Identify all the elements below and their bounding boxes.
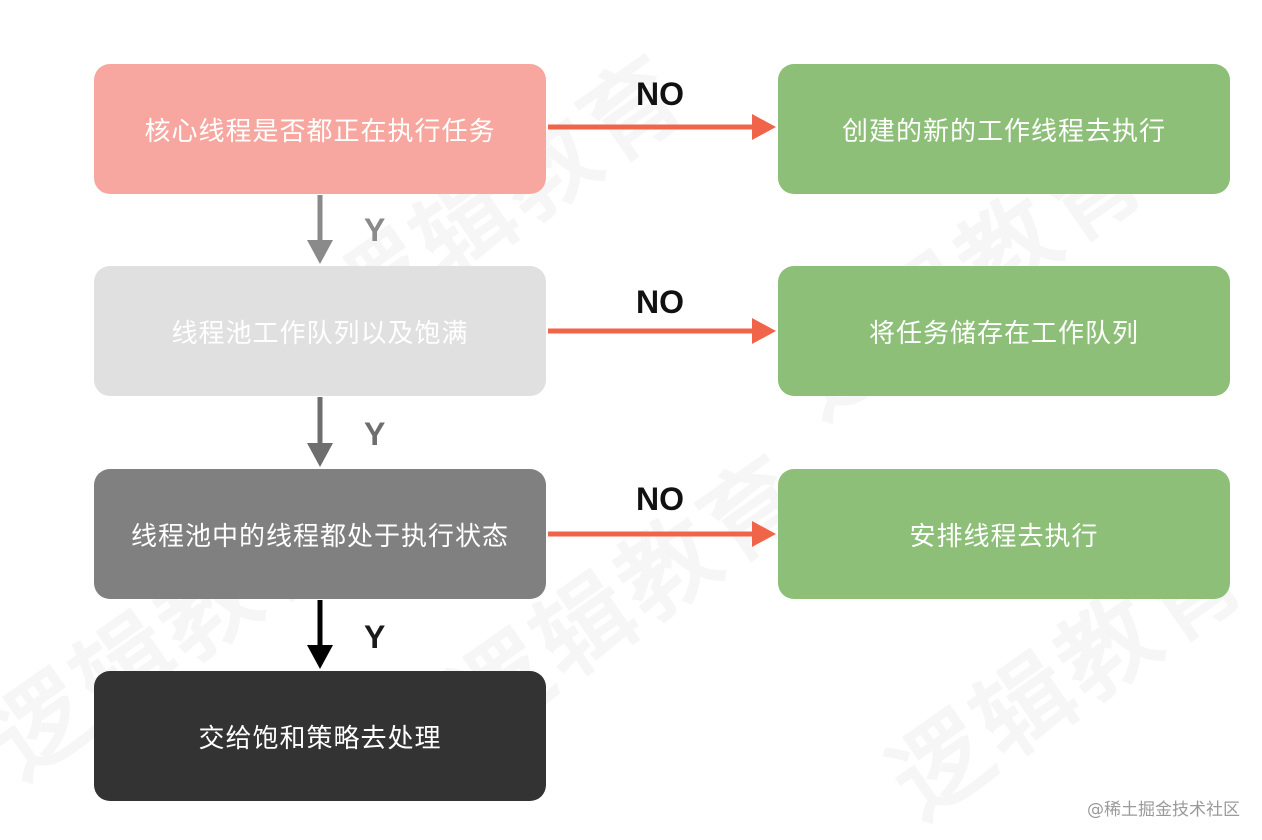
yes-arrow [307,397,333,467]
decision-box-queue-full: 线程池工作队列以及饱满 [94,266,546,396]
yes-arrow [307,600,333,669]
yes-arrow [307,195,333,264]
yes-label: Y [364,619,386,655]
no-label: NO [636,284,684,320]
decision-text: 线程池工作队列以及饱满 [171,318,469,349]
action-box-schedule-thread: 安排线程去执行 [778,469,1230,599]
yes-label: Y [364,212,386,248]
no-arrow [548,114,776,140]
no-arrow [548,318,776,344]
action-text: 安排线程去执行 [909,521,1099,552]
decision-text: 核心线程是否都正在执行任务 [144,116,496,147]
action-text: 创建的新的工作线程去执行 [841,116,1166,147]
yes-label: Y [364,416,386,452]
no-arrow [548,521,776,547]
decision-text: 线程池中的线程都处于执行状态 [130,521,509,552]
no-label: NO [636,76,684,112]
no-label: NO [636,481,684,517]
decision-box-all-threads-busy: 线程池中的线程都处于执行状态 [94,469,546,599]
terminal-box-saturation-policy: 交给饱和策略去处理 [94,671,546,801]
credit-text: @稀土掘金技术社区 [1087,800,1240,820]
action-box-store-in-queue: 将任务储存在工作队列 [778,266,1230,396]
action-text: 将任务储存在工作队列 [868,318,1139,349]
action-box-create-worker: 创建的新的工作线程去执行 [778,64,1230,194]
terminal-text: 交给饱和策略去处理 [198,723,442,754]
decision-box-core-threads: 核心线程是否都正在执行任务 [94,64,546,194]
